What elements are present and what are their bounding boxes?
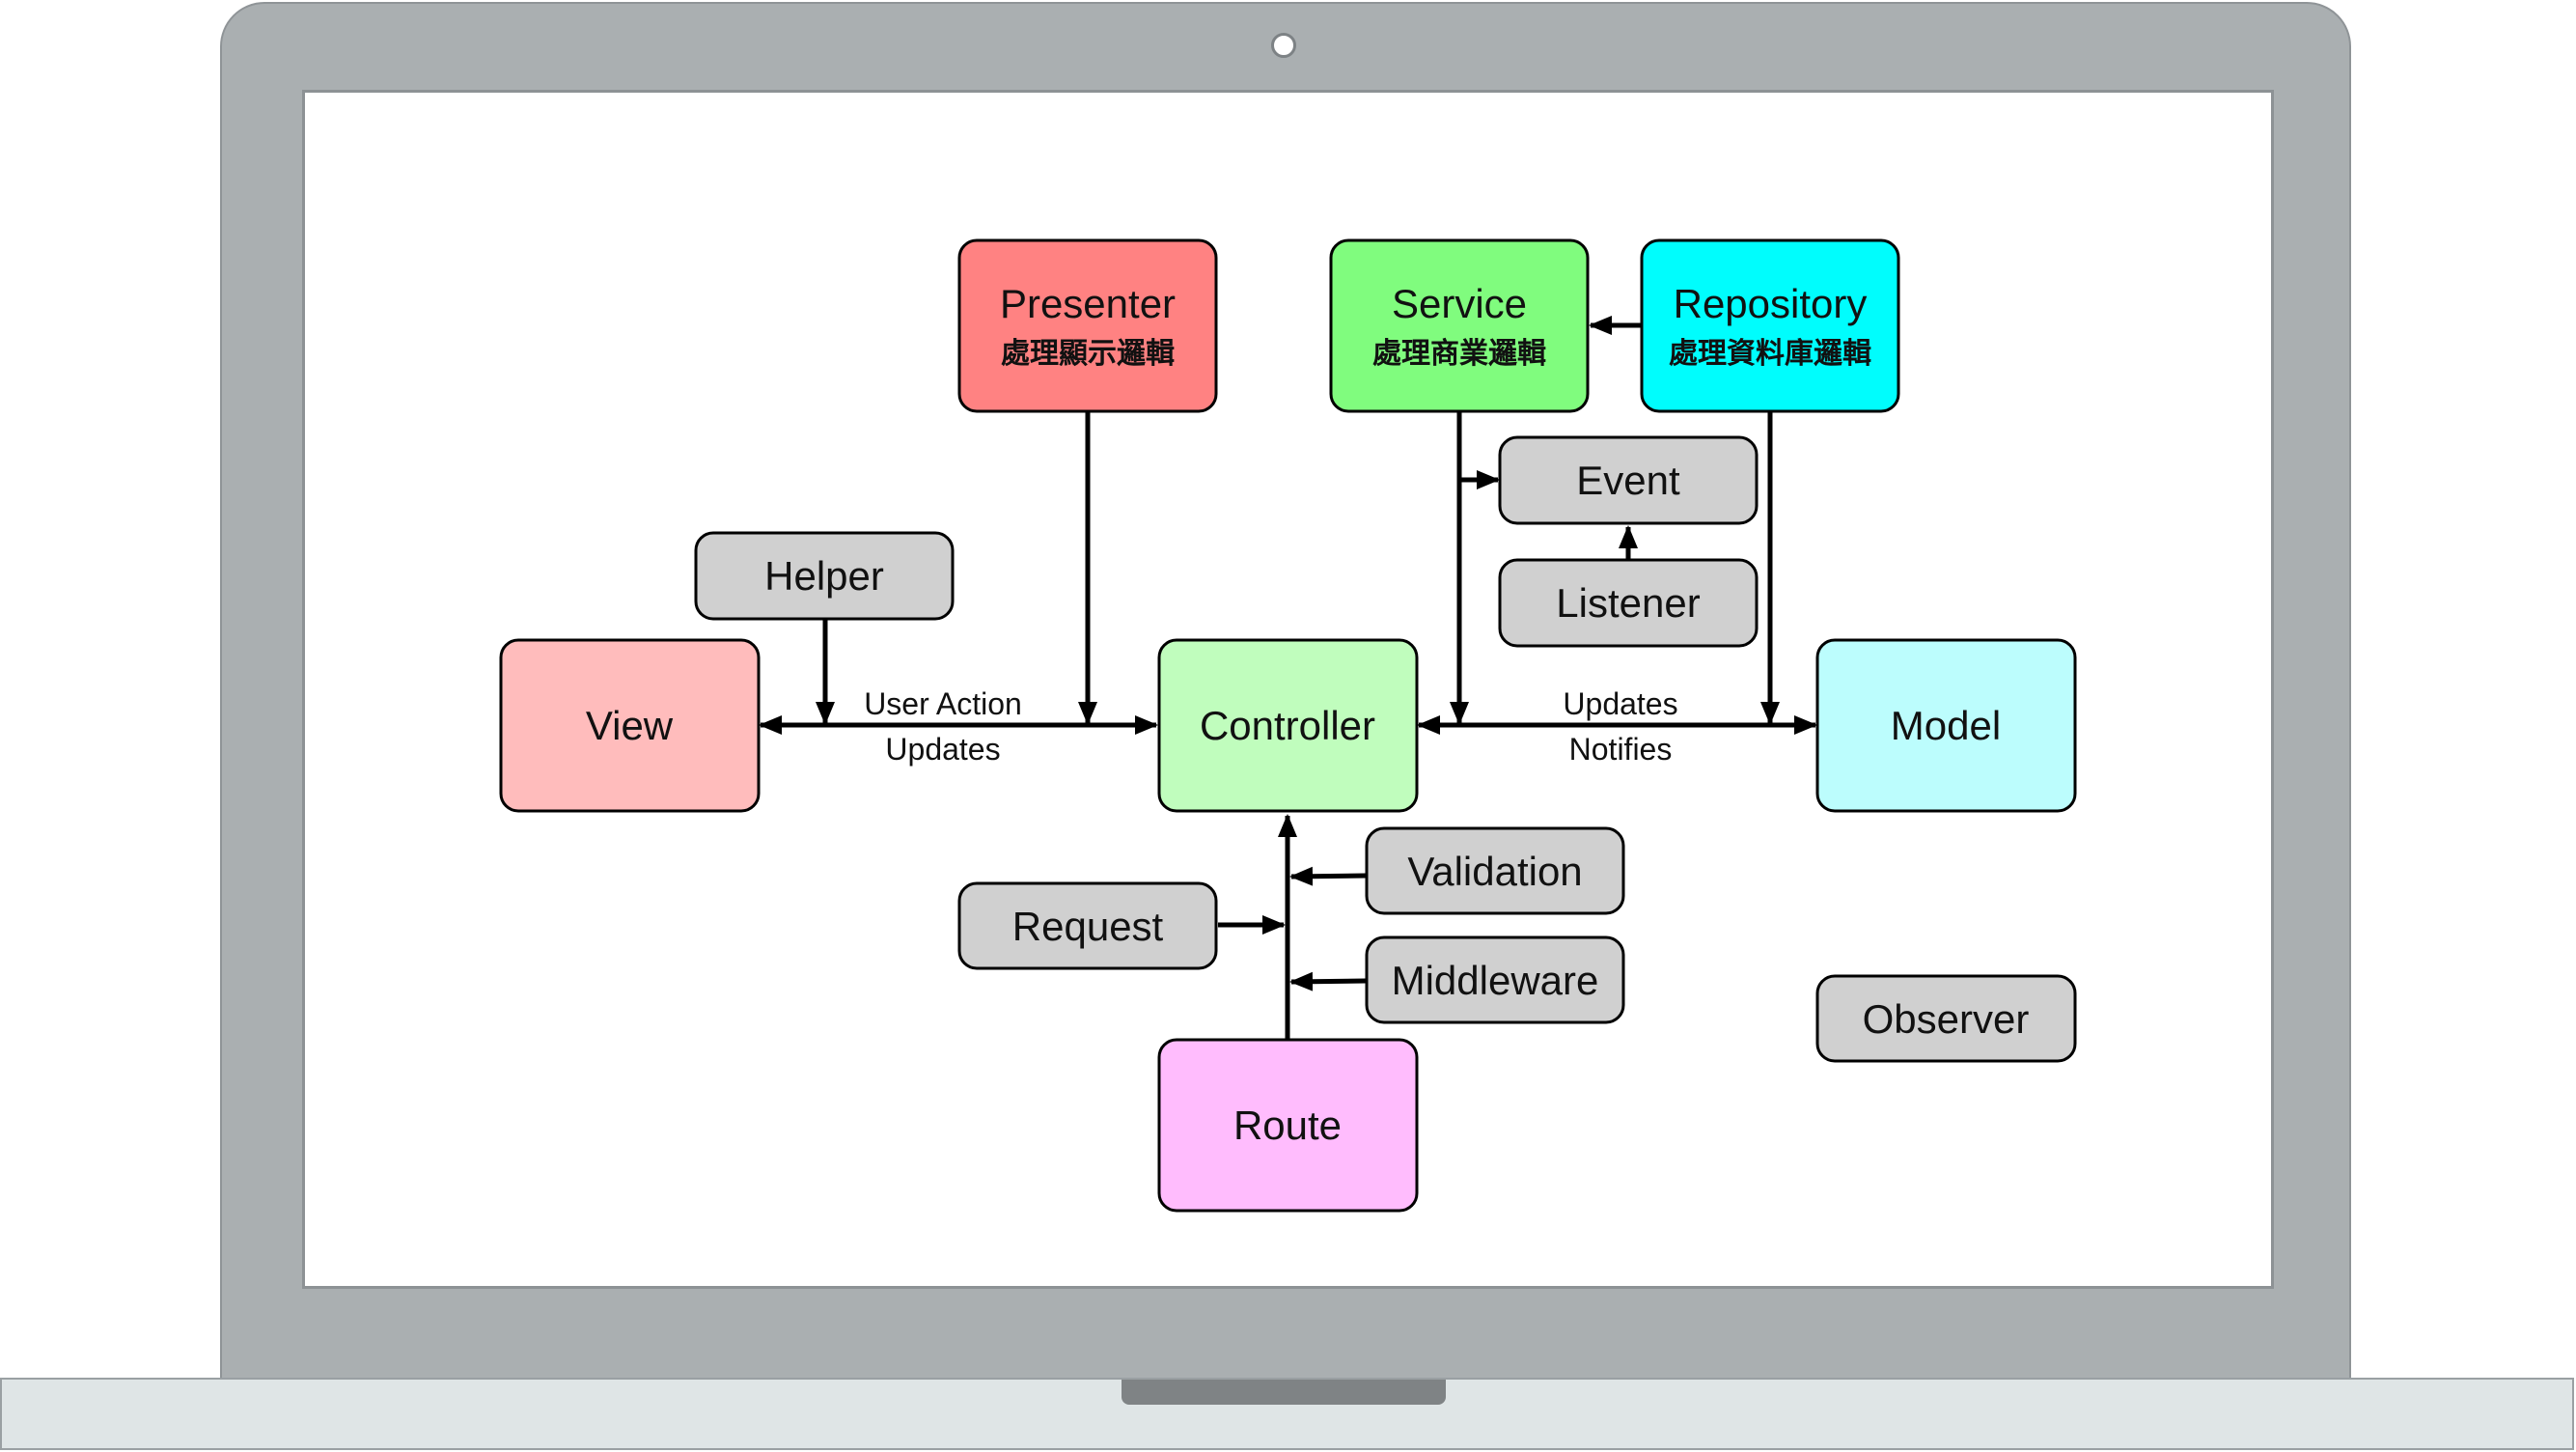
edge-middleware-line (1289, 971, 1367, 991)
node-middleware-title: Middleware (1392, 958, 1599, 1003)
node-observer-box (1815, 974, 2077, 1063)
node-request-box (957, 881, 1218, 970)
node-view: View (499, 638, 761, 813)
edges (759, 316, 1817, 1039)
node-model-box (1815, 638, 2077, 813)
node-repository-box (1640, 238, 1900, 413)
node-repository: Repository 處理資料庫邏輯 (1640, 238, 1900, 413)
node-view-title: View (586, 703, 674, 748)
node-observer-title: Observer (1863, 996, 2030, 1042)
node-middleware: Middleware (1365, 935, 1625, 1024)
node-event-title: Event (1576, 458, 1680, 503)
node-service-box (1329, 238, 1590, 413)
edge-validation-line (1289, 866, 1367, 886)
node-listener: Listener (1498, 558, 1759, 648)
label-model-updates: Updates (1563, 686, 1677, 721)
node-presenter-box (957, 238, 1218, 413)
node-model: Model (1815, 638, 2077, 813)
node-validation-title: Validation (1407, 849, 1582, 894)
laptop-notch (1122, 1380, 1446, 1405)
node-request-title: Request (1012, 904, 1164, 949)
node-request: Request (957, 881, 1218, 970)
node-view-box (499, 638, 761, 813)
label-user-action: User Action (864, 686, 1022, 721)
node-helper-title: Helper (764, 553, 884, 599)
node-event: Event (1498, 435, 1759, 525)
node-model-title: Model (1891, 703, 2001, 748)
node-listener-title: Listener (1556, 580, 1700, 626)
label-model-notifies: Notifies (1569, 732, 1673, 767)
node-service-subtitle: 處理商業邏輯 (1372, 337, 1546, 371)
node-middleware-box (1365, 935, 1625, 1024)
node-route: Route (1157, 1038, 1419, 1213)
node-repository-title: Repository (1674, 281, 1868, 326)
node-validation-box (1365, 826, 1625, 915)
node-observer: Observer (1815, 974, 2077, 1063)
node-presenter-subtitle: 處理顯示邏輯 (1001, 337, 1175, 371)
node-presenter: Presenter 處理顯示邏輯 (957, 238, 1218, 413)
node-validation: Validation (1365, 826, 1625, 915)
node-repository-subtitle: 處理資料庫邏輯 (1669, 337, 1871, 371)
node-helper: Helper (694, 531, 955, 621)
camera-icon (1271, 33, 1296, 58)
node-controller-box (1157, 638, 1419, 813)
node-service-title: Service (1392, 281, 1527, 326)
node-event-box (1498, 435, 1759, 525)
node-presenter-title: Presenter (1000, 281, 1176, 326)
node-route-box (1157, 1038, 1419, 1213)
node-route-title: Route (1233, 1103, 1342, 1148)
node-service: Service 處理商業邏輯 (1329, 238, 1590, 413)
node-controller-title: Controller (1200, 703, 1375, 748)
label-view-updates: Updates (885, 732, 1000, 767)
node-controller: Controller (1157, 638, 1419, 813)
node-helper-box (694, 531, 955, 621)
node-listener-box (1498, 558, 1759, 648)
